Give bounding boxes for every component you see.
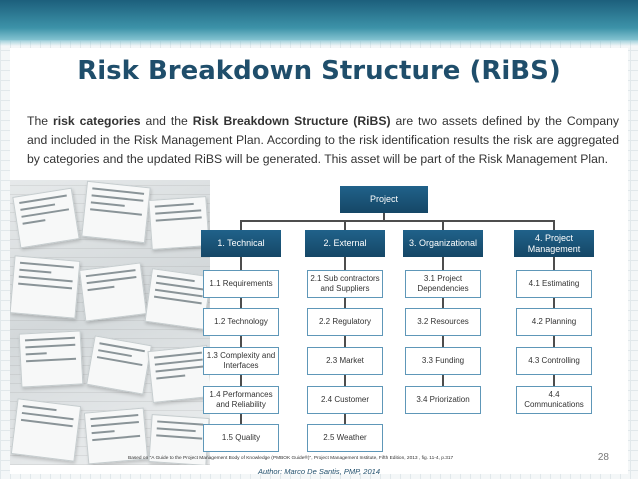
- category-box-1-technical: 1. Technical: [201, 230, 281, 257]
- page-number: 28: [597, 452, 609, 463]
- risk-item-box: 4.1 Estimating: [516, 270, 592, 298]
- risk-item-box: 2.5 Weather: [307, 424, 383, 452]
- notes-photo-decoration: [10, 180, 210, 465]
- category-box-2-external: 2. External: [305, 230, 385, 257]
- connector-line: [241, 220, 554, 222]
- intro-bold-ribs: Risk Breakdown Structure (RiBS): [192, 114, 391, 128]
- risk-item-box: 2.2 Regulatory: [307, 308, 383, 336]
- intro-paragraph: The risk categories and the Risk Breakdo…: [27, 112, 619, 169]
- risk-item-box: 2.4 Customer: [307, 386, 383, 414]
- connector-line: [442, 220, 444, 230]
- intro-bold-risk-categories: risk categories: [52, 114, 141, 128]
- risk-item-box: 3.4 Priorization: [405, 386, 481, 414]
- risk-item-box: 3.2 Resources: [405, 308, 481, 336]
- connector-line: [240, 220, 242, 230]
- category-box-4-project-management: 4. Project Management: [514, 230, 594, 257]
- risk-item-box: 4.3 Controlling: [516, 347, 592, 375]
- top-banner: [0, 0, 638, 46]
- risk-item-box: 1.3 Complexity and Interfaces: [203, 347, 279, 375]
- category-box-3-organizational: 3. Organizational: [403, 230, 483, 257]
- risk-item-box: 4.4 Communications: [516, 386, 592, 414]
- connector-line: [553, 220, 555, 230]
- risk-item-box: 3.1 Project Dependencies: [405, 270, 481, 298]
- ribs-root-box: Project: [340, 186, 428, 213]
- author-credit: Author: Marco De Santis, PMP, 2014: [257, 467, 380, 476]
- source-citation: Based on "A Guide to the Project Managem…: [128, 456, 454, 461]
- intro-text-3: are two assets defined by the Company an…: [27, 114, 620, 166]
- risk-item-box: 4.2 Planning: [516, 308, 592, 336]
- intro-text-2: and the: [140, 114, 193, 128]
- risk-item-box: 1.4 Performances and Reliability: [203, 386, 279, 414]
- connector-line: [344, 220, 346, 230]
- risk-item-box: 2.1 Sub contractors and Suppliers: [307, 270, 383, 298]
- risk-item-box: 1.1 Requirements: [203, 270, 279, 298]
- risk-item-box: 1.2 Technology: [203, 308, 279, 336]
- connector-line: [383, 213, 385, 220]
- risk-item-box: 2.3 Market: [307, 347, 383, 375]
- slide-title: Risk Breakdown Structure (RiBS): [77, 56, 561, 86]
- risk-item-box: 1.5 Quality: [203, 424, 279, 452]
- intro-text-1: The: [27, 114, 53, 128]
- risk-item-box: 3.3 Funding: [405, 347, 481, 375]
